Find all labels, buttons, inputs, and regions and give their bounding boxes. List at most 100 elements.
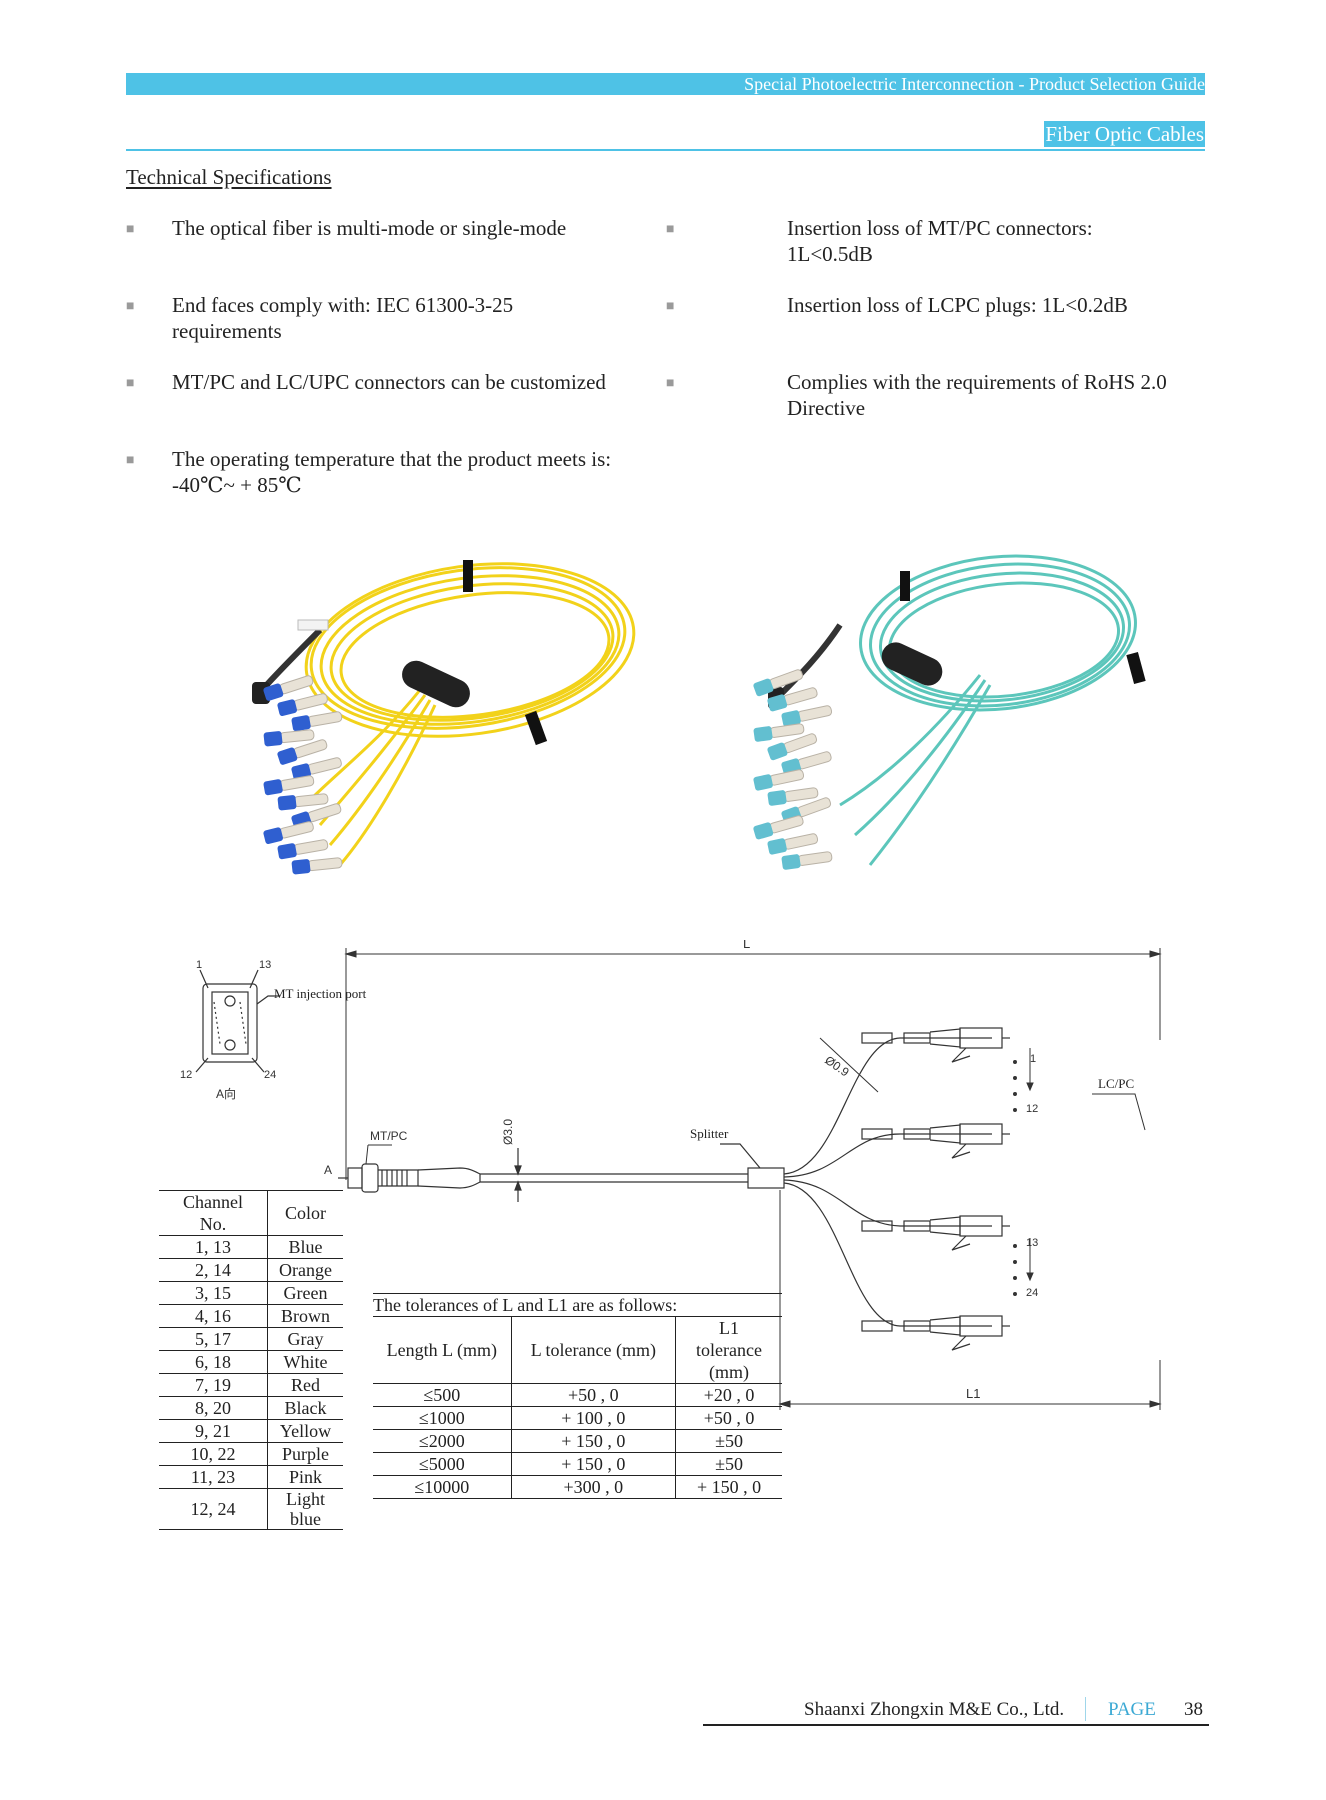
channel-cell: 12, 24 xyxy=(159,1488,268,1530)
lc-connector-icon xyxy=(277,793,329,811)
splitter-label: Splitter xyxy=(690,1126,729,1141)
branch-13-label: 13 xyxy=(1026,1237,1038,1249)
tolerance-row: ≤500+50 , 0+20 , 0 xyxy=(373,1383,782,1407)
bullet-icon: ■ xyxy=(666,376,675,391)
color-cell: Green xyxy=(267,1281,343,1305)
lc-connector-icon xyxy=(263,775,315,796)
channel-cell: 6, 18 xyxy=(159,1350,268,1374)
color-cell: Purple xyxy=(267,1442,343,1466)
branch-1-label: 1 xyxy=(1030,1053,1036,1065)
mt-port-label: MT injection port xyxy=(274,986,367,1001)
tolerance-cell: + 150 , 0 xyxy=(510,1429,676,1453)
lc-plug-drawing xyxy=(861,1215,1010,1251)
channel-cell: 11, 23 xyxy=(159,1465,268,1489)
lc-connector-icon xyxy=(753,815,804,840)
pin-1-label: 1 xyxy=(196,959,202,971)
color-cell: Pink xyxy=(267,1465,343,1489)
color-cell: White xyxy=(267,1350,343,1374)
lc-connector-icon xyxy=(781,851,833,870)
tolerance-cell: ≤2000 xyxy=(373,1429,512,1453)
color-cell: Gray xyxy=(267,1327,343,1351)
channel-cell: 1, 13 xyxy=(159,1235,268,1259)
tolerance-cell: ±50 xyxy=(675,1429,782,1453)
bullet-icon: ■ xyxy=(126,299,135,314)
footer-separator xyxy=(1085,1697,1086,1721)
header-title: Special Photoelectric Interconnection - … xyxy=(744,74,1205,94)
channel-cell: 8, 20 xyxy=(159,1396,268,1420)
tolerance-cell: +20 , 0 xyxy=(675,1383,782,1407)
bullet-icon: ■ xyxy=(126,222,135,237)
tolerance-cell: ≤10000 xyxy=(373,1475,512,1499)
tolerance-cell: ±50 xyxy=(675,1452,782,1476)
lc-connector-icon xyxy=(767,833,819,855)
lc-connector-icon xyxy=(767,787,819,806)
lc-connector-icon xyxy=(291,711,343,732)
tolerance-cell: +50 , 0 xyxy=(675,1406,782,1430)
lc-connector-icon xyxy=(277,739,328,765)
footer-page-label: PAGE xyxy=(1108,1699,1156,1720)
lc-connector-icon xyxy=(753,723,805,742)
spec-right-2: Insertion loss of LCPC plugs: 1L<0.2dB xyxy=(787,293,1128,317)
channel-cell: 2, 14 xyxy=(159,1258,268,1282)
cable-drawing: 1 13 12 24 A向 MT injection port L MT/PC … xyxy=(180,940,1162,1410)
tolerance-row: ≤10000+300 , 0+ 150 , 0 xyxy=(373,1475,782,1499)
channel-cell: 3, 15 xyxy=(159,1281,268,1305)
footer-company: Shaanxi Zhongxin M&E Co., Ltd. xyxy=(804,1699,1065,1720)
yellow-cable-photo xyxy=(252,560,636,875)
tolerance-cell: + 150 , 0 xyxy=(510,1452,676,1476)
length-l1-label: L1 xyxy=(966,1386,980,1401)
lc-connector-icon xyxy=(277,693,328,717)
color-cell: Light blue xyxy=(267,1488,343,1530)
color-cell: Yellow xyxy=(267,1419,343,1443)
lc-plug-drawing xyxy=(861,1123,1010,1159)
tolerance-cell: + 100 , 0 xyxy=(510,1406,676,1430)
branch-12-label: 12 xyxy=(1026,1103,1038,1115)
color-cell: Red xyxy=(267,1373,343,1397)
lc-connector-icon xyxy=(291,857,343,875)
footer-rule xyxy=(703,1724,1209,1726)
lc-connector-icon xyxy=(767,687,818,712)
a-marker-label: A xyxy=(324,1163,332,1177)
mt-face-outline xyxy=(202,983,258,1063)
spec-left-3: MT/PC and LC/UPC connectors can be custo… xyxy=(172,370,606,394)
mtpc-label: MT/PC xyxy=(370,1129,408,1143)
lc-plug-drawing xyxy=(861,1027,1010,1063)
footer-page-number: 38 xyxy=(1184,1699,1203,1720)
diameter-branch-label: Ø0.9 xyxy=(822,1053,852,1080)
tolerance-cell: +50 , 0 xyxy=(510,1383,676,1407)
header-divider xyxy=(126,149,1205,151)
a-view-label: A向 xyxy=(216,1086,236,1101)
channel-cell: 9, 21 xyxy=(159,1419,268,1443)
lcpc-label: LC/PC xyxy=(1098,1076,1134,1091)
spec-right-3: Complies with the requirements of RoHS 2… xyxy=(787,370,1167,420)
pin-24-label: 24 xyxy=(264,1069,276,1081)
lc-connector-icon xyxy=(263,729,315,747)
channel-header: Channel No. xyxy=(159,1190,268,1236)
channel-cell: 5, 17 xyxy=(159,1327,268,1351)
pin-12-label: 12 xyxy=(180,1069,192,1081)
branch-24-label: 24 xyxy=(1026,1287,1038,1299)
spec-right-1: Insertion loss of MT/PC connectors: 1L<0… xyxy=(787,216,1093,266)
color-header: Color xyxy=(267,1190,343,1236)
section-tag: Fiber Optic Cables xyxy=(1044,121,1205,147)
bullet-icon: ■ xyxy=(126,453,135,468)
tolerance-row: ≤1000+ 100 , 0+50 , 0 xyxy=(373,1406,782,1430)
tolerance-caption: The tolerances of L and L1 are as follow… xyxy=(373,1293,782,1317)
tolerance-cell: ≤500 xyxy=(373,1383,512,1407)
length-l-label: L xyxy=(743,940,750,951)
tolerance-header: Length L (mm) xyxy=(373,1316,512,1384)
color-cell: Black xyxy=(267,1396,343,1420)
tolerance-header: L1 tolerance (mm) xyxy=(675,1316,782,1384)
tolerance-cell: + 150 , 0 xyxy=(675,1475,782,1499)
tolerance-row: ≤2000+ 150 , 0±50 xyxy=(373,1429,782,1453)
